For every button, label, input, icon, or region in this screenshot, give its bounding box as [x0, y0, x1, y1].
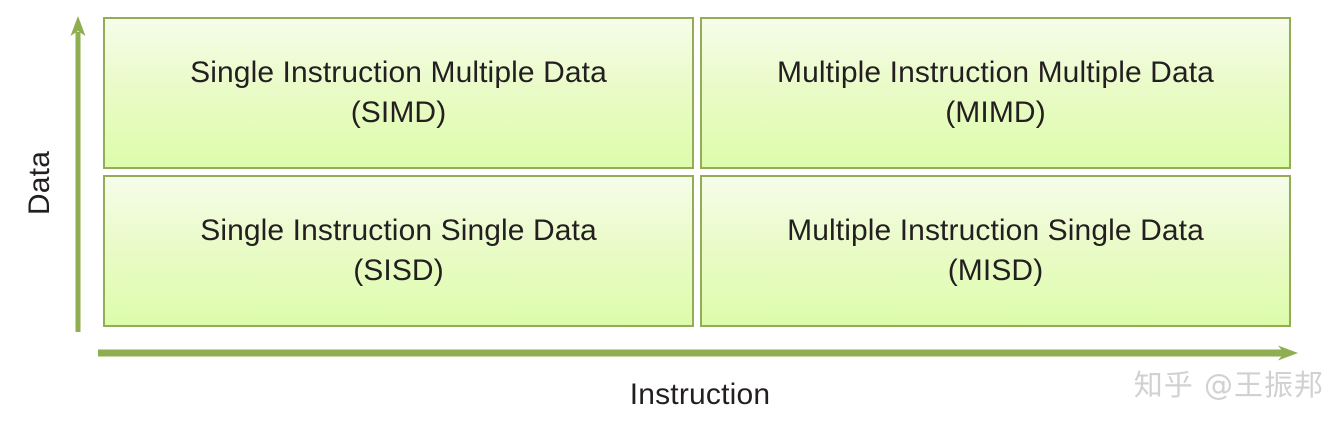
- quadrant-title: Multiple Instruction Multiple Data: [777, 55, 1214, 89]
- quadrant-simd[interactable]: Single Instruction Multiple Data (SIMD): [103, 17, 694, 169]
- quadrant-sisd[interactable]: Single Instruction Single Data (SISD): [103, 175, 694, 327]
- quadrant-mimd[interactable]: Multiple Instruction Multiple Data (MIMD…: [700, 17, 1291, 169]
- quadrant-misd[interactable]: Multiple Instruction Single Data (MISD): [700, 175, 1291, 327]
- quadrant-acronym: (MISD): [947, 254, 1044, 287]
- quadrant-title: Single Instruction Multiple Data: [190, 55, 607, 89]
- taxonomy-matrix: Single Instruction Multiple Data (SIMD) …: [103, 17, 1291, 327]
- y-axis-label: Data: [23, 150, 56, 216]
- quadrant-acronym: (MIMD): [945, 96, 1046, 129]
- quadrant-acronym: (SISD): [353, 254, 444, 287]
- x-axis-arrow: [98, 345, 1298, 361]
- x-axis-label: Instruction: [629, 378, 771, 411]
- quadrant-title: Multiple Instruction Single Data: [787, 213, 1204, 247]
- watermark: 知乎 @王振邦: [1133, 368, 1324, 402]
- quadrant-title: Single Instruction Single Data: [200, 213, 597, 247]
- y-axis-arrow: [70, 16, 86, 332]
- quadrant-acronym: (SIMD): [350, 96, 447, 129]
